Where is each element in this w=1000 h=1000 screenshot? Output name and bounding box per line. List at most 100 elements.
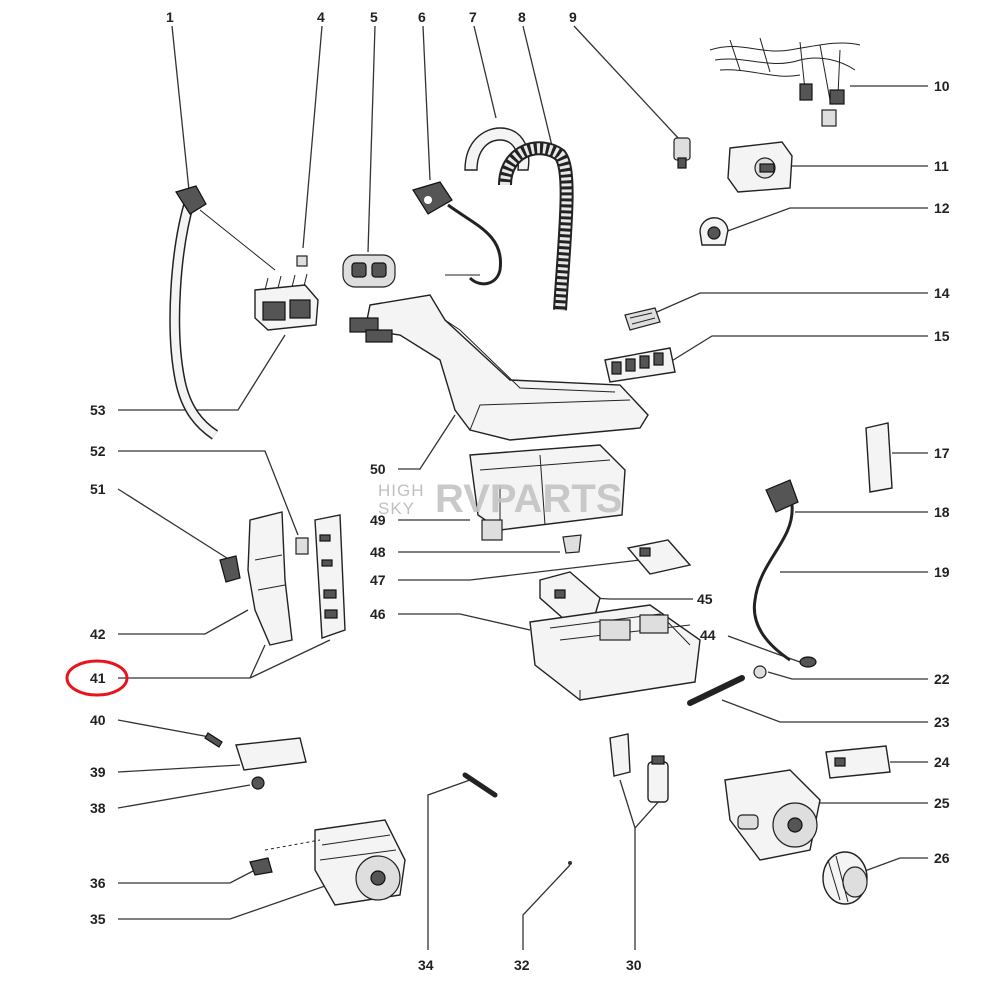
leader-32 xyxy=(522,864,571,950)
leader-26 xyxy=(861,857,928,873)
part-51-clip xyxy=(219,555,241,583)
leader-40 xyxy=(117,719,216,739)
part-53-switch-block xyxy=(254,273,319,331)
callout-22: 22 xyxy=(934,671,950,687)
part-14-connector xyxy=(624,307,661,331)
callout-7: 7 xyxy=(469,9,477,25)
leader-5 xyxy=(367,25,376,253)
part-23-rod xyxy=(687,675,745,706)
callout-15: 15 xyxy=(934,328,950,344)
part-38-nut xyxy=(251,776,265,790)
part-22-nut xyxy=(753,665,767,679)
leader-34 xyxy=(427,779,471,950)
part-36-brush xyxy=(249,857,273,876)
callout-47: 47 xyxy=(370,572,386,588)
leader-53 xyxy=(118,334,286,411)
leader-51 xyxy=(117,488,231,561)
leader-14 xyxy=(649,292,928,316)
leader-38 xyxy=(117,784,251,809)
leader-44 xyxy=(727,635,801,663)
callout-39: 39 xyxy=(90,764,106,780)
callout-40: 40 xyxy=(90,712,106,728)
part-42-bracket xyxy=(247,511,293,646)
leader-50 xyxy=(398,414,456,470)
callout-9: 9 xyxy=(569,9,577,25)
leader-46 xyxy=(398,613,531,631)
part-50-dispenser-housing xyxy=(349,294,649,441)
watermark-line2: SKY xyxy=(378,499,415,518)
leader-41 xyxy=(118,639,331,679)
leader-30 xyxy=(619,779,661,950)
highlight-circle-41 xyxy=(65,659,129,697)
leader-4 xyxy=(302,25,323,249)
leader-35 xyxy=(118,877,349,920)
callout-48: 48 xyxy=(370,544,386,560)
leader-7 xyxy=(473,25,497,119)
callout-1: 1 xyxy=(166,9,174,25)
callout-25: 25 xyxy=(934,795,950,811)
callout-6: 6 xyxy=(418,9,426,25)
callout-17: 17 xyxy=(934,445,950,461)
watermark: HIGH SKY RVPARTS xyxy=(378,477,622,521)
part-17-bracket xyxy=(865,422,893,493)
part-46-soap-drawer xyxy=(529,604,701,701)
callout-23: 23 xyxy=(934,714,950,730)
callout-53: 53 xyxy=(90,402,106,418)
callout-50: 50 xyxy=(370,461,386,477)
callout-41: 41 xyxy=(90,670,106,686)
callout-5: 5 xyxy=(370,9,378,25)
part-41-control-board xyxy=(314,514,346,639)
callout-26: 26 xyxy=(934,850,950,866)
part-49-drawer-tray xyxy=(469,444,626,541)
part-8-drain-hose xyxy=(498,141,574,311)
part-47-lid xyxy=(626,539,692,575)
callout-36: 36 xyxy=(90,875,106,891)
callout-11: 11 xyxy=(934,158,949,174)
part-18-19-power-cord xyxy=(752,479,799,662)
leader-47 xyxy=(398,559,641,581)
part-44-clip xyxy=(799,656,817,668)
callout-52: 52 xyxy=(90,443,106,459)
part-1-hose xyxy=(169,185,276,440)
leader-52 xyxy=(118,450,299,536)
callout-35: 35 xyxy=(90,911,106,927)
part-15-switch-bank xyxy=(604,347,676,383)
callout-4: 4 xyxy=(317,9,325,25)
part-6-plug xyxy=(412,181,503,286)
leader-23 xyxy=(721,699,928,723)
leader-1 xyxy=(171,25,191,201)
watermark-brand: RVPARTS xyxy=(435,477,622,521)
part-10-wiring-harness xyxy=(709,37,861,127)
callout-45: 45 xyxy=(697,591,713,607)
part-30-capacitor xyxy=(609,733,669,803)
part-52-indicator xyxy=(295,537,309,555)
leader-6 xyxy=(422,25,431,181)
leader-8 xyxy=(522,25,554,151)
callout-19: 19 xyxy=(934,564,950,580)
callout-18: 18 xyxy=(934,504,950,520)
part-25-pump xyxy=(724,769,821,861)
part-9-pressure-switch xyxy=(673,137,691,169)
part-32-pin xyxy=(568,861,572,865)
callout-12: 12 xyxy=(934,200,950,216)
part-34-rod xyxy=(462,772,498,798)
leader-lines xyxy=(117,25,928,950)
callout-49: 49 xyxy=(370,512,386,528)
callout-30: 30 xyxy=(626,957,642,973)
part-26-filter xyxy=(822,851,868,905)
part-11-timer xyxy=(727,141,793,193)
part-48-cup xyxy=(562,534,582,554)
leader-45 xyxy=(589,597,693,600)
callout-14: 14 xyxy=(934,285,950,301)
leader-42 xyxy=(118,609,249,635)
callout-32: 32 xyxy=(514,957,530,973)
callout-10: 10 xyxy=(934,78,950,94)
callout-numbers: 1 4 5 6 7 8 9 10 11 12 14 15 17 18 19 22… xyxy=(90,9,950,973)
part-39-bracket xyxy=(235,737,307,771)
part-24-sensor xyxy=(825,745,891,779)
part-7-clamp xyxy=(464,127,530,171)
callout-8: 8 xyxy=(518,9,526,25)
callout-51: 51 xyxy=(90,481,106,497)
part-4-cap xyxy=(296,255,308,267)
